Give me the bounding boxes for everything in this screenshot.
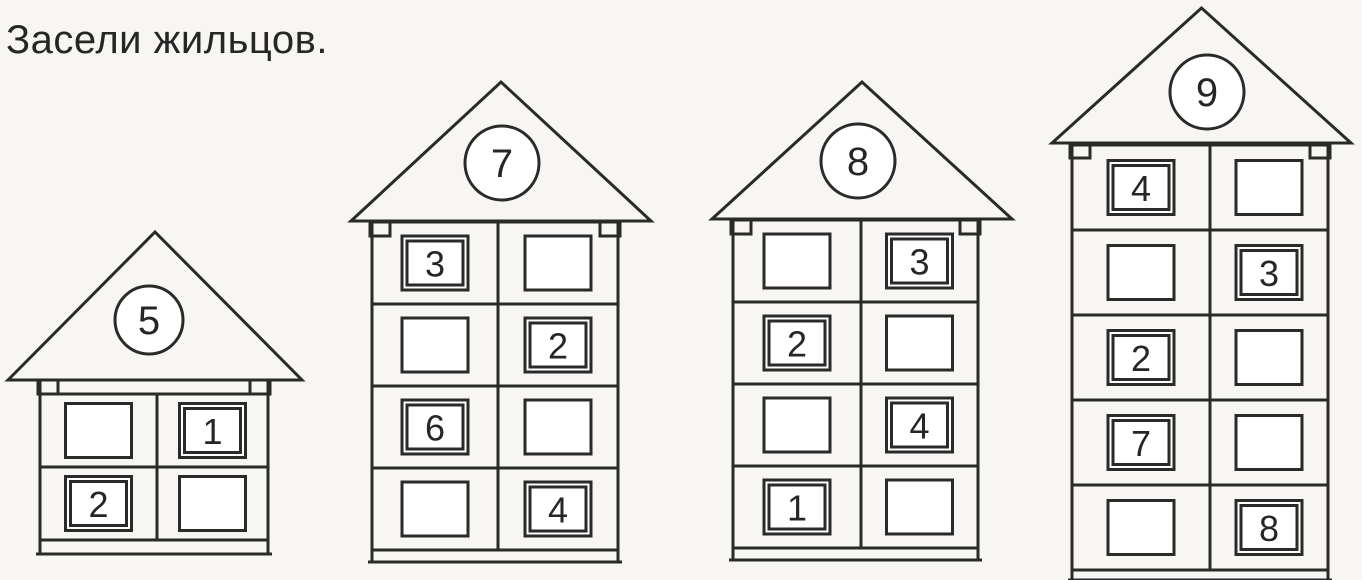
house-2: 7 3 2 6 4 [351,82,651,562]
window-box-right[interactable] [887,316,953,370]
window-box-left[interactable] [402,318,468,372]
tenant-number-right: 2 [548,326,568,367]
tenant-number-right: 1 [202,411,222,452]
window-box-right[interactable] [1236,161,1302,215]
window-box-right[interactable] [887,480,953,534]
tenant-number-left: 3 [425,244,445,285]
tenant-number-right: 3 [1259,253,1279,294]
tenant-number-left: 2 [1131,338,1151,379]
tenant-number-left: 7 [1131,423,1151,464]
window-box-left[interactable] [764,398,830,452]
tenant-number-right: 3 [909,242,929,283]
tenant-number-right: 4 [548,490,568,531]
tenant-number-left: 6 [425,408,445,449]
tenant-number-left: 4 [1131,168,1151,209]
tenant-number-left: 1 [787,488,807,529]
window-box-right[interactable] [180,477,246,531]
window-box-left[interactable] [764,234,830,288]
house-number: 8 [847,140,869,184]
window-box-right[interactable] [525,236,591,290]
window-box-right[interactable] [525,400,591,454]
window-box-right[interactable] [1236,331,1302,385]
house-number: 5 [138,299,160,343]
window-box-right[interactable] [1236,416,1302,470]
window-box-left[interactable] [66,404,132,458]
tenant-number-left: 2 [787,324,807,365]
house-number: 9 [1196,71,1218,115]
window-box-left[interactable] [1108,501,1174,555]
tenant-number-right: 8 [1259,508,1279,549]
tenant-number-left: 2 [88,484,108,525]
house-number: 7 [491,142,513,186]
house-1: 5 1 2 [8,232,302,554]
house-4: 9 4 3 2 7 8 [1052,8,1351,580]
house-3: 8 3 2 4 1 [712,82,1012,560]
window-box-left[interactable] [402,482,468,536]
tenant-number-right: 4 [909,406,929,447]
window-box-left[interactable] [1108,246,1174,300]
